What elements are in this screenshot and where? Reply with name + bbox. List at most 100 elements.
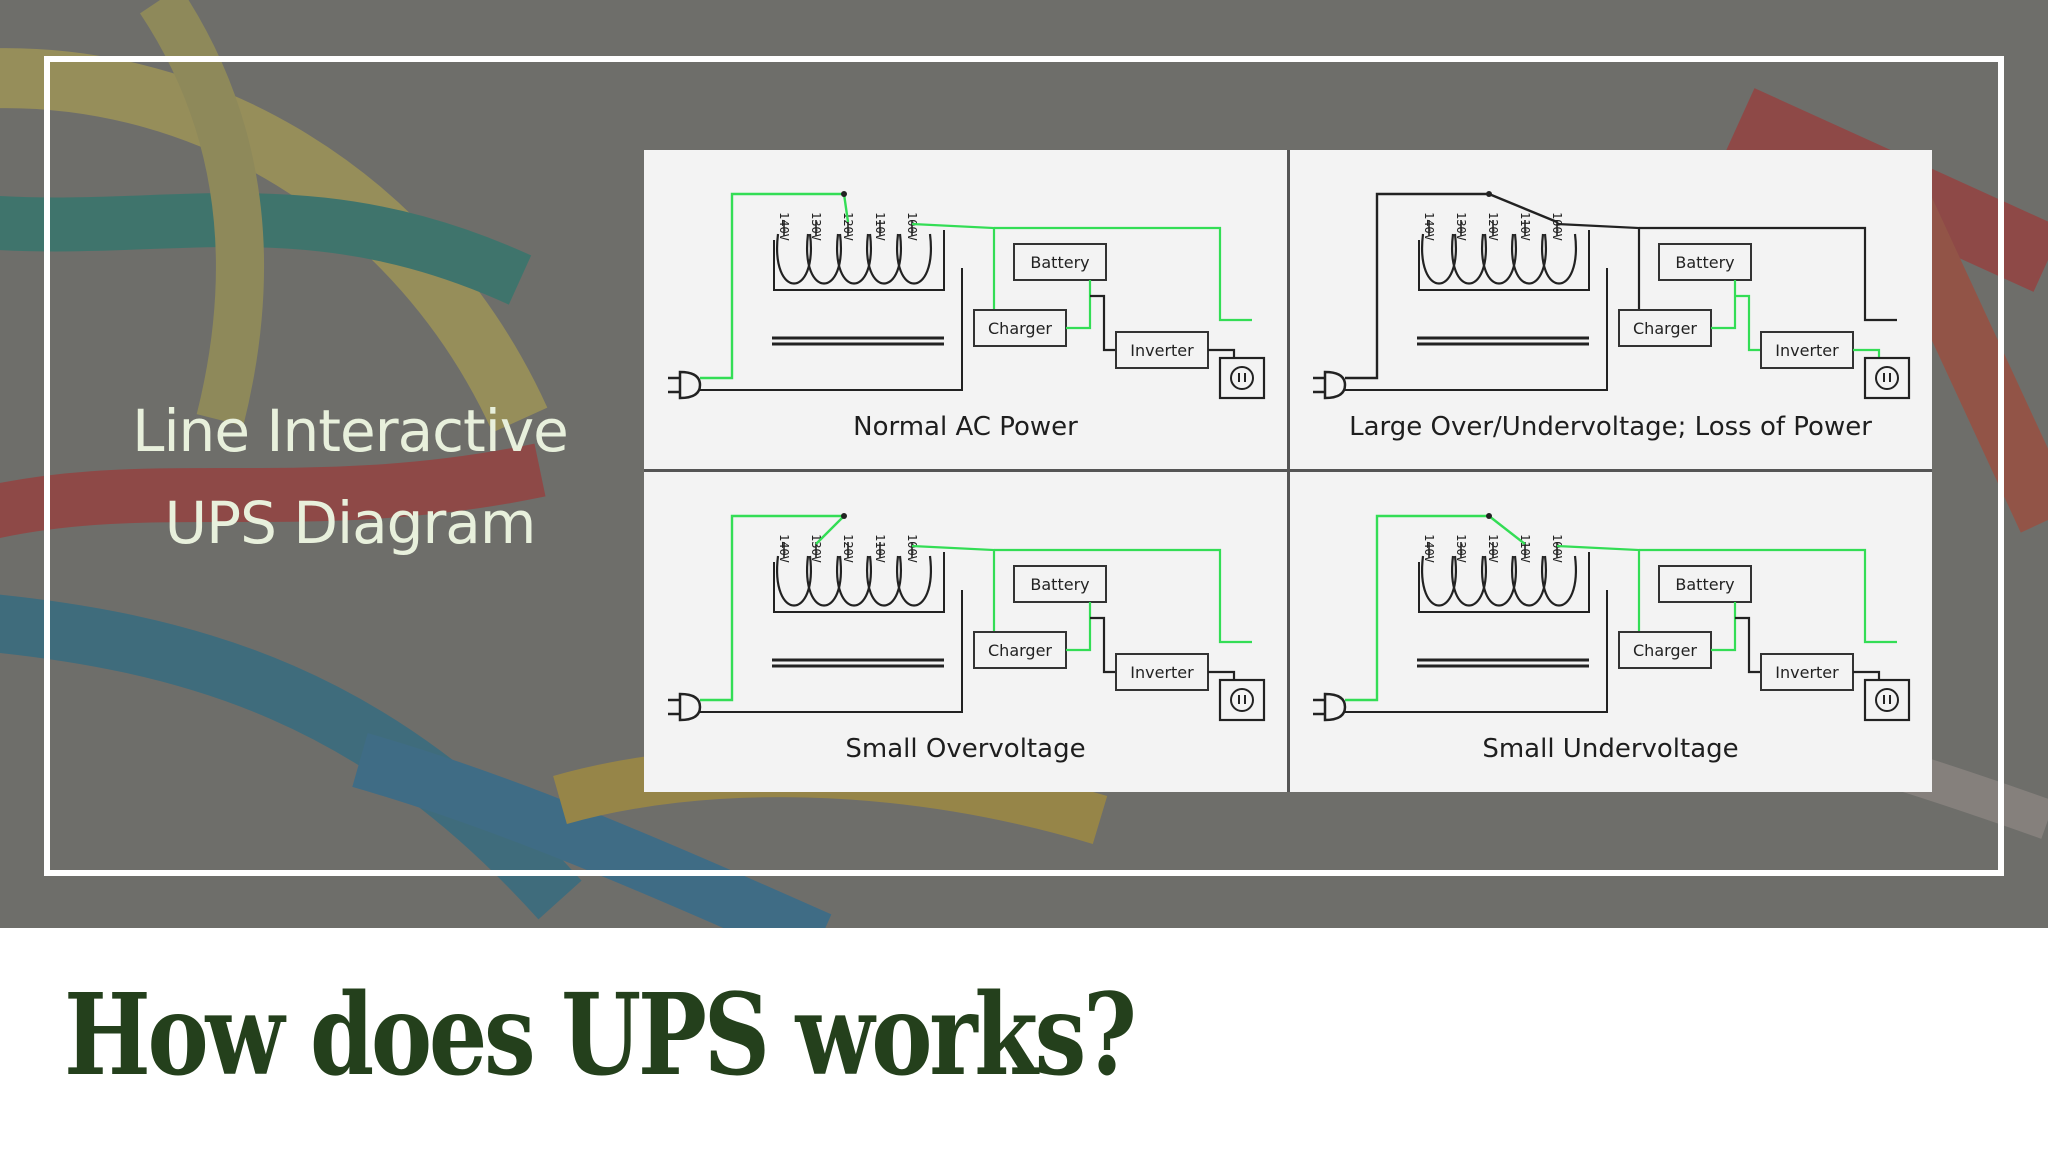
coil-loop (1451, 555, 1487, 607)
coil-frame (773, 552, 945, 613)
plug-icon (678, 692, 702, 722)
coil-loop (806, 233, 842, 285)
coil-loop (1451, 233, 1487, 285)
coil-loop (1421, 233, 1457, 285)
panel-caption: Small Overvoltage (845, 734, 1086, 764)
outlet-slot-left (1883, 373, 1885, 382)
battery-label: Battery (1675, 575, 1734, 594)
battery-label: Battery (1030, 575, 1089, 594)
neutral-wire (700, 590, 963, 713)
slide-title: How does UPS works? (64, 970, 1137, 1101)
outlet-slot-right (1889, 695, 1891, 704)
battery-label: Battery (1675, 253, 1734, 272)
transformer-output-wire (911, 544, 996, 644)
inverter-label: Inverter (1130, 663, 1194, 682)
outlet-icon (1230, 366, 1254, 390)
transformer-output-wire (1556, 222, 1641, 322)
inverter-box (1760, 653, 1854, 691)
outlet-slot-left (1883, 695, 1885, 704)
input-wire (1345, 514, 1489, 702)
coil-loop (866, 233, 902, 285)
battery-box (1658, 565, 1752, 603)
switch-pivot (1486, 191, 1492, 197)
charger-to-battery-wire (1066, 602, 1092, 652)
outlet-box (1863, 678, 1911, 722)
neutral-wire (1345, 590, 1608, 713)
neutral-wire (1345, 268, 1608, 391)
coil-loop (1541, 555, 1577, 607)
charger-label: Charger (1633, 641, 1697, 660)
battery-to-inverter-wire (1735, 294, 1761, 352)
tap-switch (1488, 515, 1526, 545)
switch-pivot (841, 513, 847, 519)
panel-caption: Small Undervoltage (1482, 734, 1739, 764)
inverter-to-outlet-wire (1208, 348, 1236, 358)
switch-pivot (841, 191, 847, 197)
diagram-divider-horizontal (644, 469, 1932, 472)
ac-to-outlet-wire (994, 226, 1252, 322)
outlet-slot-left (1238, 373, 1240, 382)
charger-label: Charger (988, 641, 1052, 660)
coil-loop (1511, 555, 1547, 607)
diagram-subtitle: Line Interactive UPS Diagram (60, 385, 640, 569)
inverter-to-outlet-wire (1853, 670, 1881, 680)
inverter-label: Inverter (1775, 663, 1839, 682)
white-frame (44, 56, 2004, 876)
outlet-slot-right (1244, 695, 1246, 704)
coil-loop (836, 555, 872, 607)
outlet-icon (1875, 688, 1899, 712)
subtitle-line-2: UPS Diagram (164, 489, 537, 557)
coil-loop (866, 555, 902, 607)
subtitle-line-1: Line Interactive (132, 397, 569, 465)
outlet-icon (1875, 366, 1899, 390)
coil-loop (1511, 233, 1547, 285)
coil-loop (806, 555, 842, 607)
outlet-icon (1230, 688, 1254, 712)
coil-loop (896, 555, 932, 607)
ac-to-outlet-wire (994, 548, 1252, 644)
coil-loop (776, 233, 812, 285)
tap-switch (815, 515, 845, 545)
coil-loop (1421, 555, 1457, 607)
inverter-label: Inverter (1775, 341, 1839, 360)
inverter-to-outlet-wire (1853, 348, 1881, 358)
battery-to-inverter-wire (1090, 294, 1116, 352)
charger-to-battery-wire (1711, 280, 1737, 330)
charger-label: Charger (1633, 319, 1697, 338)
outlet-box (1218, 356, 1266, 400)
battery-to-inverter-wire (1090, 616, 1116, 674)
coil-loop (1541, 233, 1577, 285)
plug-icon (1323, 692, 1347, 722)
tap-switch (1488, 192, 1558, 224)
charger-box (973, 309, 1067, 347)
outlet-slot-left (1238, 695, 1240, 704)
charger-to-battery-wire (1711, 602, 1737, 652)
charger-to-battery-wire (1066, 280, 1092, 330)
ac-to-outlet-wire (1639, 548, 1897, 644)
inverter-label: Inverter (1130, 341, 1194, 360)
inverter-box (1760, 331, 1854, 369)
coil-frame (1418, 552, 1590, 613)
transformer-output-wire (1556, 544, 1641, 644)
coil-frame (773, 230, 945, 291)
input-wire (1345, 192, 1489, 380)
switch-pivot (1486, 513, 1492, 519)
coil-loop (896, 233, 932, 285)
transformer-output-wire (911, 222, 996, 322)
input-wire (700, 514, 844, 702)
charger-box (973, 631, 1067, 669)
coil-loop (1481, 233, 1517, 285)
outlet-slot-right (1889, 373, 1891, 382)
coil-loop (836, 233, 872, 285)
charger-box (1618, 309, 1712, 347)
battery-box (1013, 243, 1107, 281)
battery-label: Battery (1030, 253, 1089, 272)
panel-caption: Large Over/Undervoltage; Loss of Power (1349, 412, 1872, 442)
